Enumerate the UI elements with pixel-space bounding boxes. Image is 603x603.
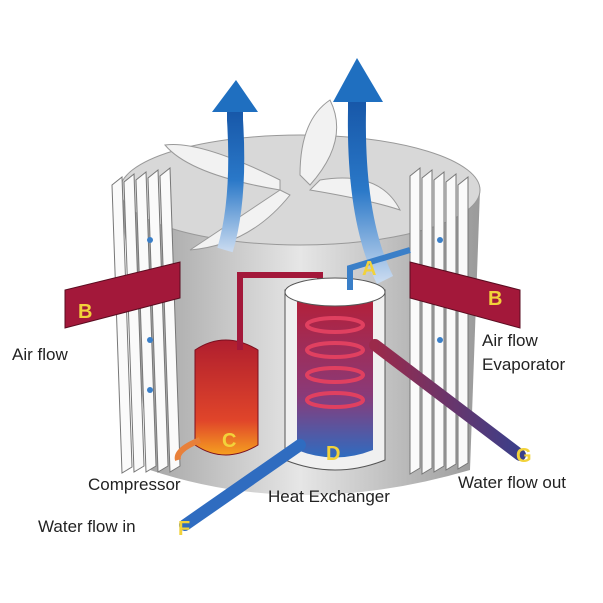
marker-d: D — [326, 443, 340, 465]
marker-c: C — [222, 430, 236, 452]
air-flow-bar-right — [409, 261, 521, 329]
air-flow-bar-left — [64, 261, 181, 329]
right-fins — [409, 166, 469, 475]
marker-f: F — [178, 518, 190, 540]
water-out-pipe — [369, 339, 526, 461]
marker-a: A — [362, 258, 376, 280]
label-heat-exchanger: Heat Exchanger — [268, 487, 390, 506]
label-water-flow-out: Water flow out — [458, 473, 566, 492]
marker-b-right: B — [488, 288, 502, 310]
label-water-flow-in: Water flow in — [38, 517, 136, 536]
warm-air-arrow-left — [212, 80, 258, 253]
marker-g: G — [516, 445, 532, 467]
label-air-flow-left: Air flow — [12, 345, 68, 364]
label-compressor: Compressor — [88, 475, 181, 494]
heat-exchanger — [284, 247, 411, 471]
marker-b-left: B — [78, 301, 92, 323]
label-air-flow-right: Air flow — [482, 331, 538, 350]
label-evaporator: Evaporator — [482, 355, 565, 374]
warm-air-arrow-right — [333, 58, 394, 285]
water-in-pipe — [179, 439, 306, 531]
left-fins — [111, 166, 181, 474]
